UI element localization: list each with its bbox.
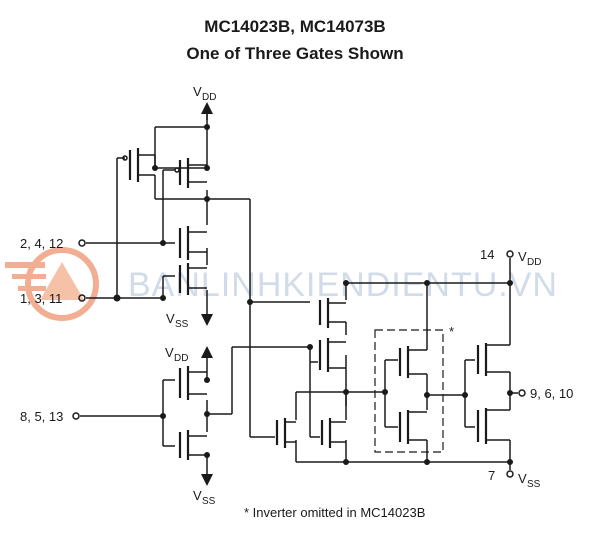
pin-b-terminal (78, 294, 86, 302)
output-nmos-icon (476, 408, 510, 444)
watermark: BANLINHKIENDIENTU.VN (5, 247, 558, 321)
diagram-subtitle: One of Three Gates Shown (186, 44, 404, 63)
svg-text:DD: DD (174, 353, 188, 364)
transistors (122, 148, 510, 460)
inverter-box (374, 329, 444, 453)
pin-vss-terminal (506, 470, 514, 478)
svg-text:SS: SS (527, 479, 541, 490)
output-pmos-icon (476, 343, 510, 376)
nmos-b-icon (178, 263, 207, 295)
svg-text:V: V (193, 488, 202, 503)
pin-label-input-c: 8, 5, 13 (20, 409, 63, 424)
svg-text:V: V (518, 471, 527, 486)
vdd-inv-label: V DD (165, 345, 188, 364)
pin-a-terminal (78, 239, 86, 247)
watermark-text: BANLINHKIENDIENTU.VN (128, 266, 558, 304)
nmos-mid2-icon (320, 418, 346, 448)
wires (80, 105, 518, 478)
nmos-c-icon (178, 430, 207, 460)
vss-arrow-main-icon (201, 314, 213, 326)
pmos-mid1-icon (318, 298, 346, 328)
inverter-note: * Inverter omitted in MC14023B (244, 505, 425, 520)
svg-text:V: V (165, 345, 174, 360)
svg-text:SS: SS (175, 319, 189, 330)
svg-text:V: V (518, 249, 527, 264)
vss-right-label: 7 V SS (488, 468, 541, 490)
vss-main-label: V SS (166, 311, 189, 330)
pmos-mid2-icon (318, 338, 346, 372)
vss-inv-label: V SS (193, 488, 216, 507)
pin-vdd-terminal (506, 250, 514, 258)
svg-text:V: V (193, 84, 202, 99)
svg-text:V: V (166, 311, 175, 326)
vdd-arrow-main-icon (201, 102, 213, 120)
svg-text:DD: DD (527, 257, 541, 268)
pmos-b-icon (174, 158, 207, 188)
inverter-nmos-icon (398, 410, 427, 444)
vdd-right-label: 14 V DD (480, 247, 541, 268)
nmos-mid1-icon (275, 418, 296, 448)
vdd-arrow-inv-icon (201, 346, 213, 363)
inverter-asterisk: * (449, 324, 454, 339)
diagram-title: MC14023B, MC14073B (204, 17, 386, 36)
svg-text:SS: SS (202, 496, 216, 507)
junction-dots (113, 124, 513, 465)
pin-out-terminal (518, 389, 526, 397)
nmos-a-icon (178, 226, 207, 260)
pmos-a-icon (122, 148, 156, 190)
inverter-pmos-icon (398, 346, 427, 378)
svg-text:14: 14 (480, 247, 494, 262)
svg-text:7: 7 (488, 468, 495, 483)
pin-label-input-b: 1, 3, 11 (20, 291, 62, 306)
vss-arrow-inv-icon (201, 474, 213, 486)
vdd-main-label: V DD (193, 84, 216, 103)
pmos-c-icon (178, 366, 207, 400)
svg-text:DD: DD (202, 92, 216, 103)
watermark-logo-icon (5, 247, 99, 321)
pin-c-terminal (72, 412, 80, 420)
pin-label-output: 9, 6, 10 (530, 386, 573, 401)
pin-label-input-a: 2, 4, 12 (20, 236, 63, 251)
